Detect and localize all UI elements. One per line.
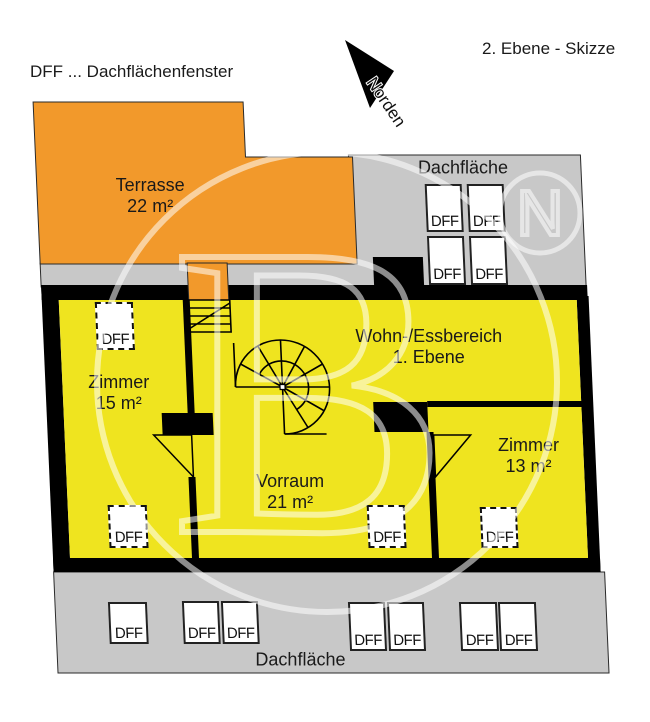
dff-window: DFF xyxy=(107,505,149,548)
label-dachflaeche-bottom: Dachfläche xyxy=(255,649,346,670)
dff-window: DFF xyxy=(458,602,500,651)
dff-window: DFF xyxy=(424,184,464,232)
dff-window: DFF xyxy=(181,601,221,644)
dff-window: DFF xyxy=(94,302,135,350)
chimney-block xyxy=(372,257,425,287)
label-dachflaeche-top: Dachfläche xyxy=(417,157,509,178)
dff-window: DFF xyxy=(347,602,388,651)
terrace-door-opening xyxy=(186,262,230,301)
dff-window: DFF xyxy=(386,602,427,651)
dff-window: DFF xyxy=(466,184,506,232)
dff-window: DFF xyxy=(468,236,509,285)
dff-window: DFF xyxy=(366,505,407,548)
dff-window: DFF xyxy=(497,602,539,651)
dff-window: DFF xyxy=(479,507,519,548)
legend-dff-abbreviation: DFF ... Dachflächenfenster xyxy=(30,62,234,81)
terrace-area xyxy=(32,101,358,265)
dff-window: DFF xyxy=(107,602,149,644)
page-title: 2. Ebene - Skizze xyxy=(482,39,616,58)
north-arrow-icon xyxy=(345,40,394,108)
north-arrow: Norden xyxy=(345,40,411,131)
dff-window: DFF xyxy=(220,601,260,644)
dff-window: DFF xyxy=(426,236,467,285)
